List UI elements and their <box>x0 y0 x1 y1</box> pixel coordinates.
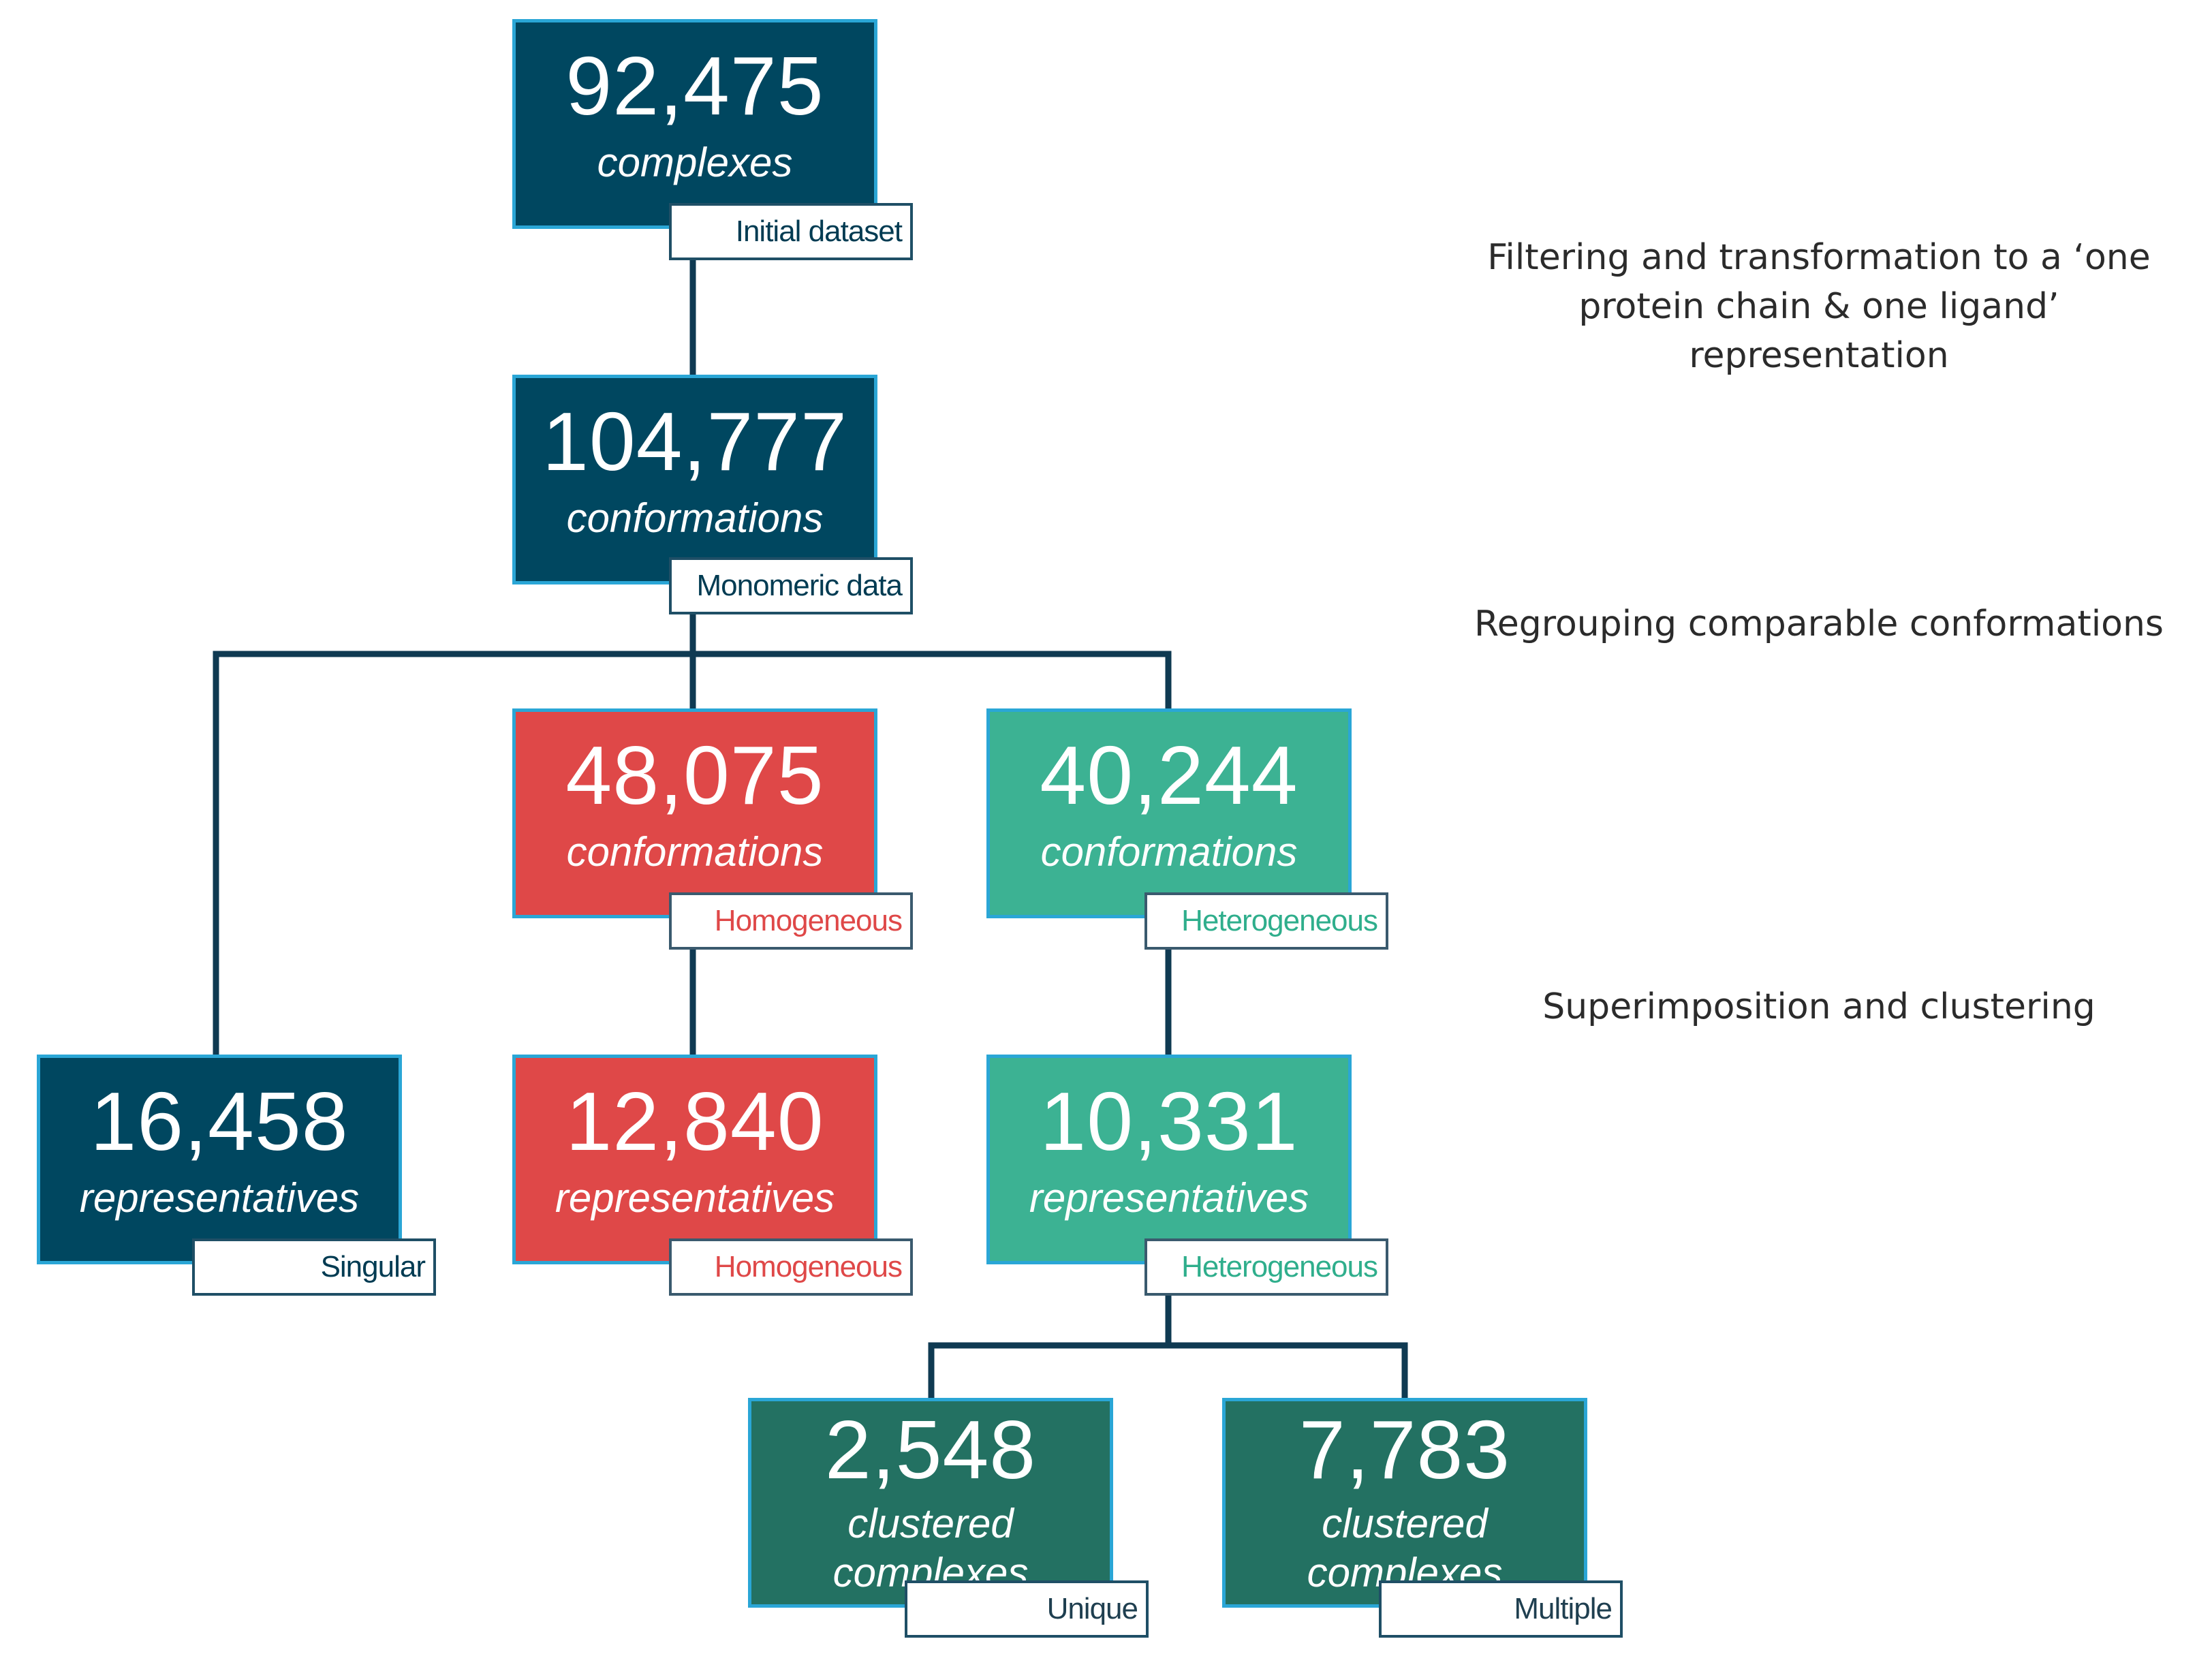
tag-monomeric-data: Monomeric data <box>669 557 913 614</box>
node-count: 92,475 <box>565 40 824 132</box>
node-unit: representatives <box>555 1175 835 1221</box>
node-initial-dataset: 92,475 complexes <box>512 19 877 229</box>
node-count: 48,075 <box>565 729 824 822</box>
connector-branch-heterogeneous <box>689 651 1172 712</box>
node-heterogeneous-conformations: 40,244 conformations <box>986 708 1352 918</box>
node-count: 40,244 <box>1040 729 1298 822</box>
node-unit: conformations <box>1040 829 1298 875</box>
node-unique-clustered-complexes: 2,548 clustered complexes <box>748 1398 1113 1608</box>
node-count: 12,840 <box>565 1075 824 1168</box>
node-count: 16,458 <box>90 1075 349 1168</box>
tag-multiple: Multiple <box>1379 1580 1623 1638</box>
node-count: 10,331 <box>1040 1075 1298 1168</box>
node-singular-representatives: 16,458 representatives <box>37 1055 402 1264</box>
node-count: 104,777 <box>542 395 847 488</box>
node-homogeneous-representatives: 12,840 representatives <box>512 1055 877 1264</box>
connector-clustered-split <box>928 1342 1408 1401</box>
annotation-line: Filtering and transformation to a ‘one <box>1487 237 2151 278</box>
node-monomeric-data: 104,777 conformations <box>512 375 877 584</box>
annotation-filtering: Filtering and transformation to a ‘one p… <box>1444 233 2194 380</box>
tag-heterogeneous-conformations: Heterogeneous <box>1144 892 1388 950</box>
tag-unique: Unique <box>905 1580 1149 1638</box>
node-count: 7,783 <box>1298 1403 1511 1496</box>
node-heterogeneous-representatives: 10,331 representatives <box>986 1055 1352 1264</box>
node-multiple-clustered-complexes: 7,783 clustered complexes <box>1222 1398 1587 1608</box>
tag-heterogeneous-representatives: Heterogeneous <box>1144 1238 1388 1296</box>
node-homogeneous-conformations: 48,075 conformations <box>512 708 877 918</box>
tag-initial-dataset: Initial dataset <box>669 203 913 260</box>
node-unit: representatives <box>1029 1175 1309 1221</box>
annotation-superimposition: Superimposition and clustering <box>1542 986 2096 1027</box>
node-unit-line: clustered <box>1322 1501 1488 1546</box>
tag-homogeneous-representatives: Homogeneous <box>669 1238 913 1296</box>
node-unit-line: clustered <box>847 1501 1014 1546</box>
node-count: 2,548 <box>824 1403 1037 1496</box>
node-unit: representatives <box>79 1175 360 1221</box>
annotation-regrouping: Regrouping comparable conformations <box>1474 604 2164 644</box>
node-unit: conformations <box>566 829 824 875</box>
node-unit: complexes <box>597 140 793 185</box>
connector-branch-singular <box>213 651 696 1058</box>
node-unit: conformations <box>566 495 824 541</box>
tag-homogeneous-conformations: Homogeneous <box>669 892 913 950</box>
tag-singular: Singular <box>192 1238 436 1296</box>
annotation-line: protein chain & one ligand’ representati… <box>1578 286 2059 376</box>
